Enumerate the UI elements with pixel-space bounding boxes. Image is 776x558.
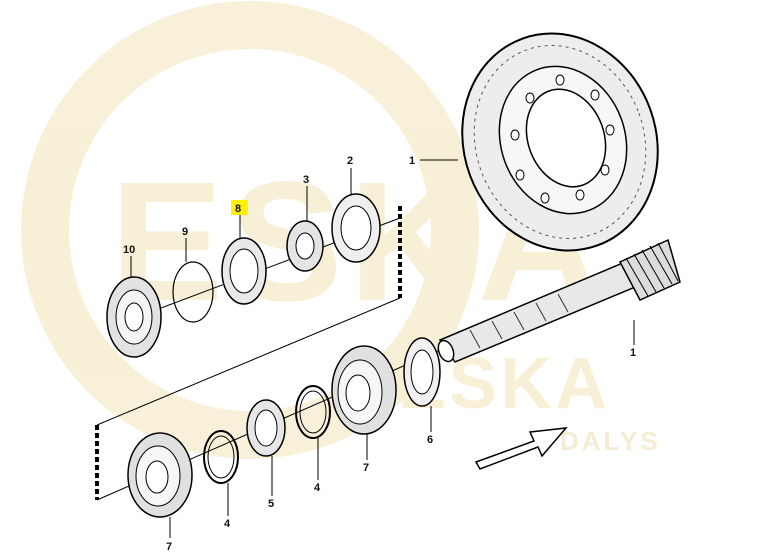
callouts: 1 2 3 8 9 10 1 6 7 4 5 4 7 [123, 155, 636, 553]
callout-taper-bearing-left[interactable]: 7 [166, 541, 172, 553]
callout-ring-gear[interactable]: 1 [409, 155, 415, 167]
dashed-frames [95, 206, 402, 500]
callout-taper-bearing-right[interactable]: 7 [363, 462, 369, 474]
callout-pinion-shaft[interactable]: 1 [630, 347, 636, 359]
callout-sleeve-5[interactable]: 5 [268, 498, 274, 510]
sleeve-5 [246, 399, 286, 457]
bearing-10 [106, 276, 162, 358]
watermark-subtitle: DALYS [560, 426, 661, 456]
ring-4-left [203, 430, 239, 484]
spacer-ring [221, 237, 267, 305]
callout-thrust-washer[interactable]: 2 [347, 155, 353, 167]
highlight-box [231, 200, 248, 215]
callout-ring-4-right[interactable]: 4 [314, 482, 321, 494]
taper-bearing-right [331, 345, 397, 435]
pinion-gear-head [618, 238, 681, 301]
ring-4-right [295, 385, 331, 439]
washer-6 [403, 337, 441, 407]
callout-washer-6[interactable]: 6 [427, 434, 433, 446]
direction-arrow-icon [474, 427, 568, 470]
callout-bearing-10[interactable]: 10 [123, 244, 135, 256]
slotted-nut [286, 220, 324, 272]
o-ring [172, 261, 214, 323]
callout-o-ring[interactable]: 9 [182, 226, 188, 238]
callout-spacer-ring[interactable]: 8 [235, 203, 241, 215]
callout-ring-4-left[interactable]: 4 [224, 518, 231, 530]
callout-slotted-nut[interactable]: 3 [303, 174, 309, 186]
taper-bearing-left [127, 432, 193, 518]
pinion-shaft [437, 238, 681, 363]
leader-lines [130, 159, 635, 538]
thrust-washer [331, 193, 381, 263]
ring-gear-bolt-holes [510, 74, 615, 204]
ring-gear [461, 32, 659, 252]
